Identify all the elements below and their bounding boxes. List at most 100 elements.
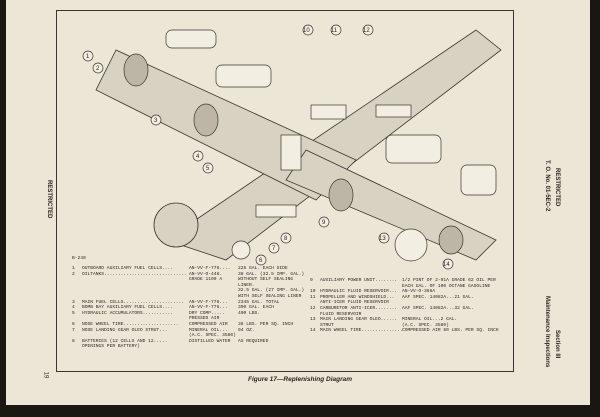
legend-num: 12: [310, 305, 316, 311]
svg-text:11: 11: [331, 28, 338, 34]
legend-ritem: STRUT: [320, 322, 334, 328]
callout-4: 4: [192, 150, 204, 162]
nose: [153, 202, 199, 248]
legend-spec: (A.C. SPEC. 3580): [402, 322, 449, 328]
legend-item: OPENINGS PER BATTERY): [82, 344, 140, 350]
legend-num: 10: [310, 289, 316, 295]
legend-row: WITH SELF SEALING LINER: [72, 294, 304, 300]
legend-item: NOSE WHEEL TIRE....................: [82, 321, 179, 327]
legend-row: 8 BATTERIES (12 CELLS AND 12..... DISTILLE…: [72, 339, 304, 345]
legend-amount: AS REQUIRED: [238, 338, 269, 344]
svg-text:5: 5: [206, 166, 210, 172]
legend-amount: 225 GAL. EACH SIDE: [238, 266, 288, 271]
bomb-bay-fuel-cell: [280, 134, 302, 171]
legend-num: 6: [72, 321, 75, 327]
fuselage: [165, 29, 502, 261]
legend-row: EACH GAL. OF 100 OCTANE GASOLINE: [310, 284, 490, 290]
legend-item: OUTBOARD AUXILIARY FUEL CELLS....: [82, 266, 173, 271]
callout-1: 1: [82, 50, 94, 62]
engine: [193, 103, 219, 137]
legend-amount: 32.5 GAL. (27 IMP. GAL.): [238, 288, 305, 294]
callout-10: 10: [302, 24, 314, 36]
svg-text:10: 10: [303, 28, 310, 34]
legend-spec: [189, 344, 238, 350]
legend-item: MAIN FUEL CELLS......................: [82, 299, 184, 305]
drawing-number: B-240: [72, 256, 86, 261]
legend-num: 8: [72, 338, 75, 344]
legend-spec: DRY COMP.....: [189, 310, 225, 316]
legend-spec: 1/2 PINT OF 2-91A GRADE 62 OIL PER: [402, 278, 496, 283]
legend-row: FLUID RESERVOIR: [310, 312, 451, 318]
legend-amount: 38 GAL. (32.5 IMP. GAL.): [238, 271, 305, 277]
svg-text:13: 13: [379, 236, 386, 242]
svg-text:14: 14: [443, 262, 450, 268]
legend-num: 13: [310, 317, 316, 323]
fluid-reservoir: [310, 104, 347, 120]
svg-text:12: 12: [363, 28, 370, 34]
legend-spec: MINERAL OIL...: [189, 327, 228, 333]
svg-text:3: 3: [154, 118, 158, 124]
legend-row: 10 HYDRAULIC FLUID RESERVOIR... AN-VV-O-36…: [310, 289, 451, 295]
nose-wheel: [231, 240, 251, 260]
main-wheel: [394, 228, 428, 262]
oil-tank: [385, 134, 442, 164]
legend-ritem: AUXILIARY POWER UNIT........: [320, 278, 398, 283]
svg-text:1: 1: [86, 54, 90, 60]
legend-amount: 2345 GAL. TOTAL: [238, 299, 280, 305]
legend-spec: AN-VV-O-366A: [402, 289, 436, 295]
svg-text:4: 4: [196, 154, 200, 160]
legend-num: 14: [310, 328, 316, 334]
legend-spec: MINERAL OIL...2 GAL.: [402, 317, 458, 323]
legend-row: STRUT (A.C. SPEC. 3580): [310, 323, 451, 329]
legend-num: 4: [72, 305, 75, 311]
legend-row: 6 NOSE WHEEL TIRE.................... COMP…: [72, 322, 304, 328]
figure-frame: [56, 10, 514, 372]
legend-num: 7: [72, 327, 75, 333]
fluid-reservoir: [375, 104, 412, 118]
legend-amount: 38 LBS. PER SQ. INCH: [238, 321, 294, 327]
legend-item: OILTANKS..............................: [82, 271, 187, 277]
legend-ritem: MAIN LANDING GEAR OLEO......: [320, 317, 398, 323]
callout-9: 9: [318, 216, 330, 228]
replenishing-diagram: 1 2 3 4 5 6 7 8 9 10 11 12 13 14: [82, 24, 502, 270]
svg-text:7: 7: [272, 246, 276, 252]
legend-spec: DISTILLED WATER: [189, 338, 231, 344]
callout-14: 14: [442, 258, 454, 270]
legend-amount: LINER.: [238, 282, 255, 288]
legend-item: HYDRAULIC ACCUMULATORS...........: [82, 310, 173, 316]
svg-text:8: 8: [284, 236, 288, 242]
figure-caption: Figure 17—Replenishing Diagram: [247, 376, 353, 383]
legend-row: 13 MAIN LANDING GEAR OLEO...... MINERAL OI…: [310, 317, 458, 323]
legend-row: (A.C. SPEC. 3580): [72, 333, 304, 339]
svg-text:2: 2: [96, 66, 100, 72]
callout-5: 5: [202, 162, 214, 174]
legend-spec: AAF SPEC. 14082A...32 GAL.: [402, 305, 474, 311]
engine: [438, 225, 464, 255]
legend-spec: COMPRESSED AIR 60 LBS. PER SQ. INCH: [402, 328, 499, 334]
legend-ritem: HYDRAULIC FLUID RESERVOIR...: [320, 289, 398, 295]
legend-ritem: ANTI-ICER FLUID RESERVOIR: [320, 300, 389, 306]
legend-ritem: MAIN WHEEL TIRE...............: [320, 328, 403, 334]
legend-spec: COMPRESSED AIR: [189, 321, 228, 327]
oil-tank: [215, 64, 272, 88]
legend-num: 11: [310, 294, 316, 300]
legend-item: BATTERIES (12 CELLS AND 12.....: [82, 338, 168, 344]
callout-11: 11: [330, 24, 342, 36]
svg-text:6: 6: [259, 258, 263, 264]
technical-order-number: T. O. No. 01-5EC-2: [544, 160, 550, 212]
page-number: 19: [42, 371, 49, 379]
legend-spec: AN-VV-F-776....: [189, 266, 231, 271]
legend-spec: AAF SPEC. 14082A...21 GAL.: [402, 294, 474, 300]
legend-spec: AN-VV-O-446.: [189, 271, 223, 277]
callout-7: 7: [268, 242, 280, 254]
